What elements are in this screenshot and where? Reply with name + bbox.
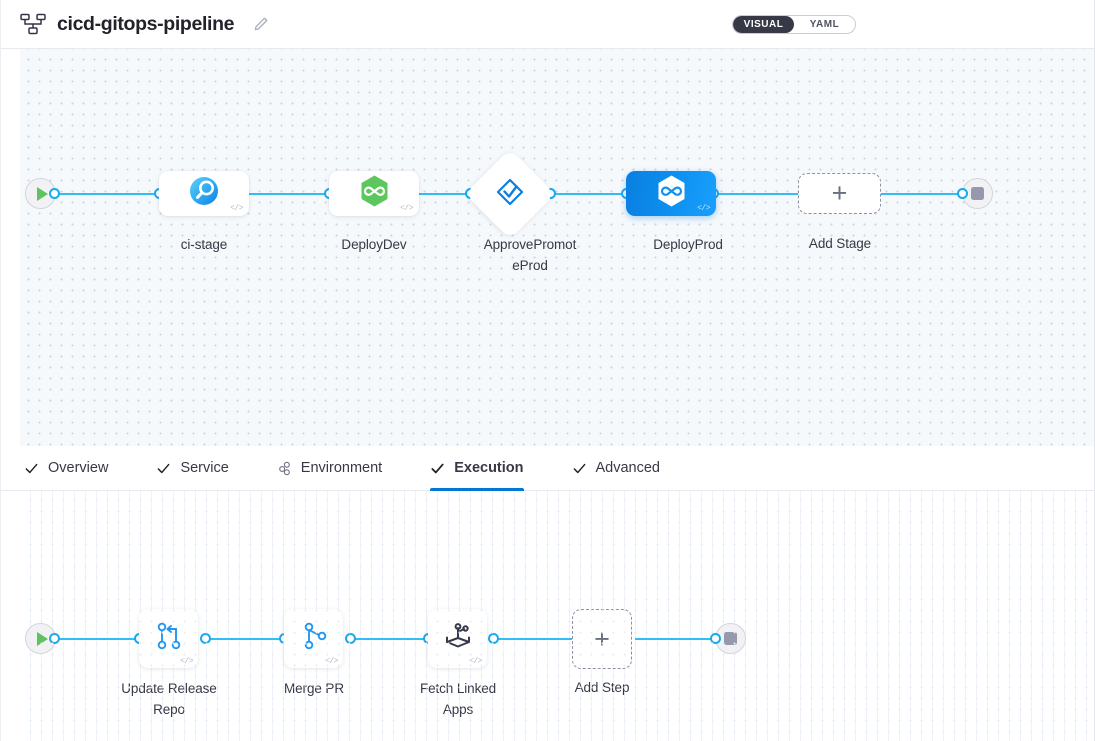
stage-label-approve-promote-prod: ApprovePromot eProd xyxy=(450,235,610,277)
check-icon xyxy=(156,461,171,476)
stage-label-deploy-dev: DeployDev xyxy=(319,235,429,256)
add-step-button[interactable]: + xyxy=(572,609,632,669)
tab-label: Service xyxy=(180,460,228,476)
step-node-fetch-linked-apps[interactable]: </> xyxy=(428,609,487,668)
stage-label-deploy-prod: DeployProd xyxy=(633,235,743,256)
stage-label-ci-stage: ci-stage xyxy=(149,235,259,256)
port-update-out xyxy=(200,633,211,644)
git-merge-icon xyxy=(297,619,331,658)
step-label-line2: Apps xyxy=(398,700,518,721)
header-bar: cicd-gitops-pipeline VISUAL YAML xyxy=(1,0,1095,49)
approval-diamond-icon xyxy=(495,177,525,212)
approve-icon-wrap xyxy=(478,162,542,226)
stage-canvas[interactable]: </> ci-stage </> DeployDev xyxy=(20,49,1095,446)
code-badge: </> xyxy=(697,204,710,213)
gitops-hexagon-icon xyxy=(656,174,687,213)
stage-node-deploy-dev[interactable]: </> xyxy=(329,171,419,216)
step-label-line1: Fetch Linked xyxy=(398,679,518,700)
toggle-yaml[interactable]: YAML xyxy=(794,16,855,33)
tab-label: Overview xyxy=(48,460,108,476)
port-end-in xyxy=(957,188,968,199)
linked-apps-icon xyxy=(440,618,476,659)
code-badge: </> xyxy=(400,204,413,213)
port-fetch-out xyxy=(488,633,499,644)
check-icon xyxy=(572,461,587,476)
page-title: cicd-gitops-pipeline xyxy=(57,13,234,36)
step-node-update-release-repo[interactable]: </> xyxy=(139,609,198,668)
toggle-visual[interactable]: VISUAL xyxy=(733,16,794,33)
ci-build-icon xyxy=(187,174,221,213)
code-badge: </> xyxy=(469,657,482,666)
stop-icon xyxy=(724,632,737,645)
header-left-group: cicd-gitops-pipeline xyxy=(1,13,269,36)
stage-config-tabs[interactable]: Overview Service Environment Execution xyxy=(1,446,1095,491)
pipeline-icon xyxy=(20,13,46,35)
add-step-label: Add Step xyxy=(547,678,657,699)
tab-service[interactable]: Service xyxy=(156,446,248,491)
stop-icon xyxy=(971,187,984,200)
stage-node-deploy-prod[interactable]: </> xyxy=(626,171,716,216)
pencil-icon[interactable] xyxy=(245,16,269,32)
tab-advanced[interactable]: Advanced xyxy=(572,446,681,491)
step-label-merge-pr: Merge PR xyxy=(254,679,374,700)
play-icon xyxy=(37,632,48,646)
step-label-line2: Repo xyxy=(109,700,229,721)
step-label-line1: Merge PR xyxy=(254,679,374,700)
step-node-merge-pr[interactable]: </> xyxy=(284,609,343,668)
approve-label-line2: eProd xyxy=(450,256,610,277)
check-icon xyxy=(430,461,445,476)
check-icon xyxy=(24,461,39,476)
code-badge: </> xyxy=(180,657,193,666)
git-branch-icon xyxy=(152,619,186,658)
tab-execution[interactable]: Execution xyxy=(430,446,543,491)
step-label-fetch-linked-apps: Fetch Linked Apps xyxy=(398,679,518,721)
step-label-update-release-repo: Update Release Repo xyxy=(109,679,229,721)
plus-icon: + xyxy=(832,180,848,207)
step-canvas[interactable]: </> Update Release Repo </> Merge PR xyxy=(20,491,1095,741)
add-stage-label: Add Stage xyxy=(785,234,895,255)
port-merge-out xyxy=(345,633,356,644)
tab-label: Advanced xyxy=(596,460,661,476)
code-badge: </> xyxy=(230,204,243,213)
code-badge: </> xyxy=(325,657,338,666)
port-step-end-in xyxy=(710,633,721,644)
port-start-out xyxy=(49,188,60,199)
play-icon xyxy=(37,187,48,201)
edge-start-ci xyxy=(50,193,160,195)
port-step-start-out xyxy=(49,633,60,644)
tab-environment[interactable]: Environment xyxy=(277,446,402,491)
environment-icon xyxy=(277,461,292,476)
view-mode-toggle[interactable]: VISUAL YAML xyxy=(732,15,856,34)
plus-icon: + xyxy=(594,626,610,653)
add-stage-button[interactable]: + xyxy=(798,173,881,214)
tab-overview[interactable]: Overview xyxy=(24,446,128,491)
approve-label-line1: ApprovePromot xyxy=(450,235,610,256)
tab-label: Execution xyxy=(454,460,523,476)
tab-label: Environment xyxy=(301,460,382,476)
gitops-hexagon-icon xyxy=(359,174,390,213)
step-label-line1: Update Release xyxy=(109,679,229,700)
stage-node-ci-stage[interactable]: </> xyxy=(159,171,249,216)
